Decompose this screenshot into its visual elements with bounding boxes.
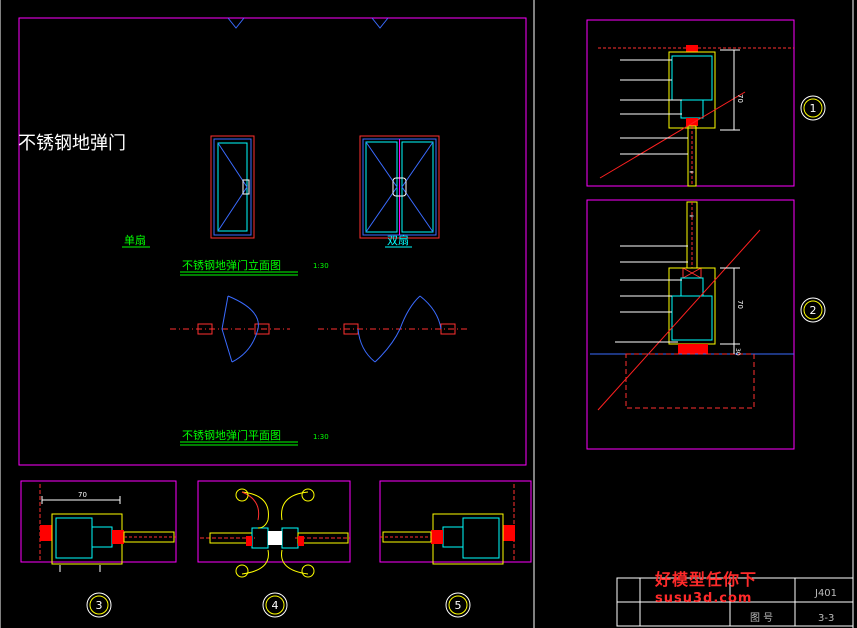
detail-1-leaders xyxy=(620,59,688,155)
detail-2-leaders xyxy=(615,245,688,343)
single-door-plan xyxy=(170,295,290,363)
top-arc-right xyxy=(371,17,389,29)
detail-marker-1: 1 xyxy=(800,95,826,121)
detail-4-frame xyxy=(197,480,351,563)
plan-title: 不锈钢地弹门平面图 xyxy=(182,428,281,442)
detail-marker-3: 3 xyxy=(86,592,112,618)
drawing-number: J401 xyxy=(814,588,837,599)
detail-marker-4: 4 xyxy=(262,592,288,618)
dim-d2: 70 xyxy=(736,300,744,309)
drawing-title: 不锈钢地弹门 xyxy=(18,133,126,154)
detail-3-frame xyxy=(20,480,177,563)
single-door-elevation xyxy=(210,135,255,239)
detail-2-label: 2 xyxy=(810,304,817,317)
watermark: 好模型任你下 susu3d.com xyxy=(655,566,775,606)
detail-5-section xyxy=(380,484,515,565)
detail-1-section: 70 ≈ xyxy=(598,45,794,187)
double-door-elevation xyxy=(359,135,440,239)
main-view-frame xyxy=(18,17,527,466)
sheet-number: 3-3 xyxy=(818,613,834,624)
double-door-plan xyxy=(318,295,470,363)
plan-scale: 1:30 xyxy=(313,433,329,441)
watermark-line1: 好模型任你下 xyxy=(655,570,758,589)
detail-4-label: 4 xyxy=(272,599,279,612)
detail-marker-5: 5 xyxy=(445,592,471,618)
svg-text:≈: ≈ xyxy=(689,169,694,176)
elevation-scale: 1:30 xyxy=(313,262,329,270)
detail-1-label: 1 xyxy=(810,102,817,115)
dim-d3: 70 xyxy=(78,491,87,499)
title-block: J401 图 号 3-3 xyxy=(616,577,854,627)
detail-5-label: 5 xyxy=(455,599,462,612)
top-arc-left xyxy=(227,17,245,29)
dim-d4: 30 xyxy=(734,348,741,356)
double-label: 双扇 xyxy=(387,233,409,247)
detail-2-frame xyxy=(586,199,795,450)
single-label: 单扇 xyxy=(124,233,146,247)
detail-3-label: 3 xyxy=(96,599,103,612)
detail-4-section xyxy=(200,488,350,578)
detail-5-frame xyxy=(379,480,532,563)
sheet-label: 图 号 xyxy=(750,612,773,624)
detail-2-section: 70 30 ≈ xyxy=(590,201,794,411)
svg-text:≈: ≈ xyxy=(689,213,694,220)
detail-1-frame xyxy=(586,19,795,187)
detail-marker-2: 2 xyxy=(800,297,826,323)
watermark-line2: susu3d.com xyxy=(655,591,753,606)
dim-d1: 70 xyxy=(736,94,744,103)
elevation-title: 不锈钢地弹门立面图 xyxy=(182,258,281,272)
detail-3-section: 70 xyxy=(39,484,176,572)
